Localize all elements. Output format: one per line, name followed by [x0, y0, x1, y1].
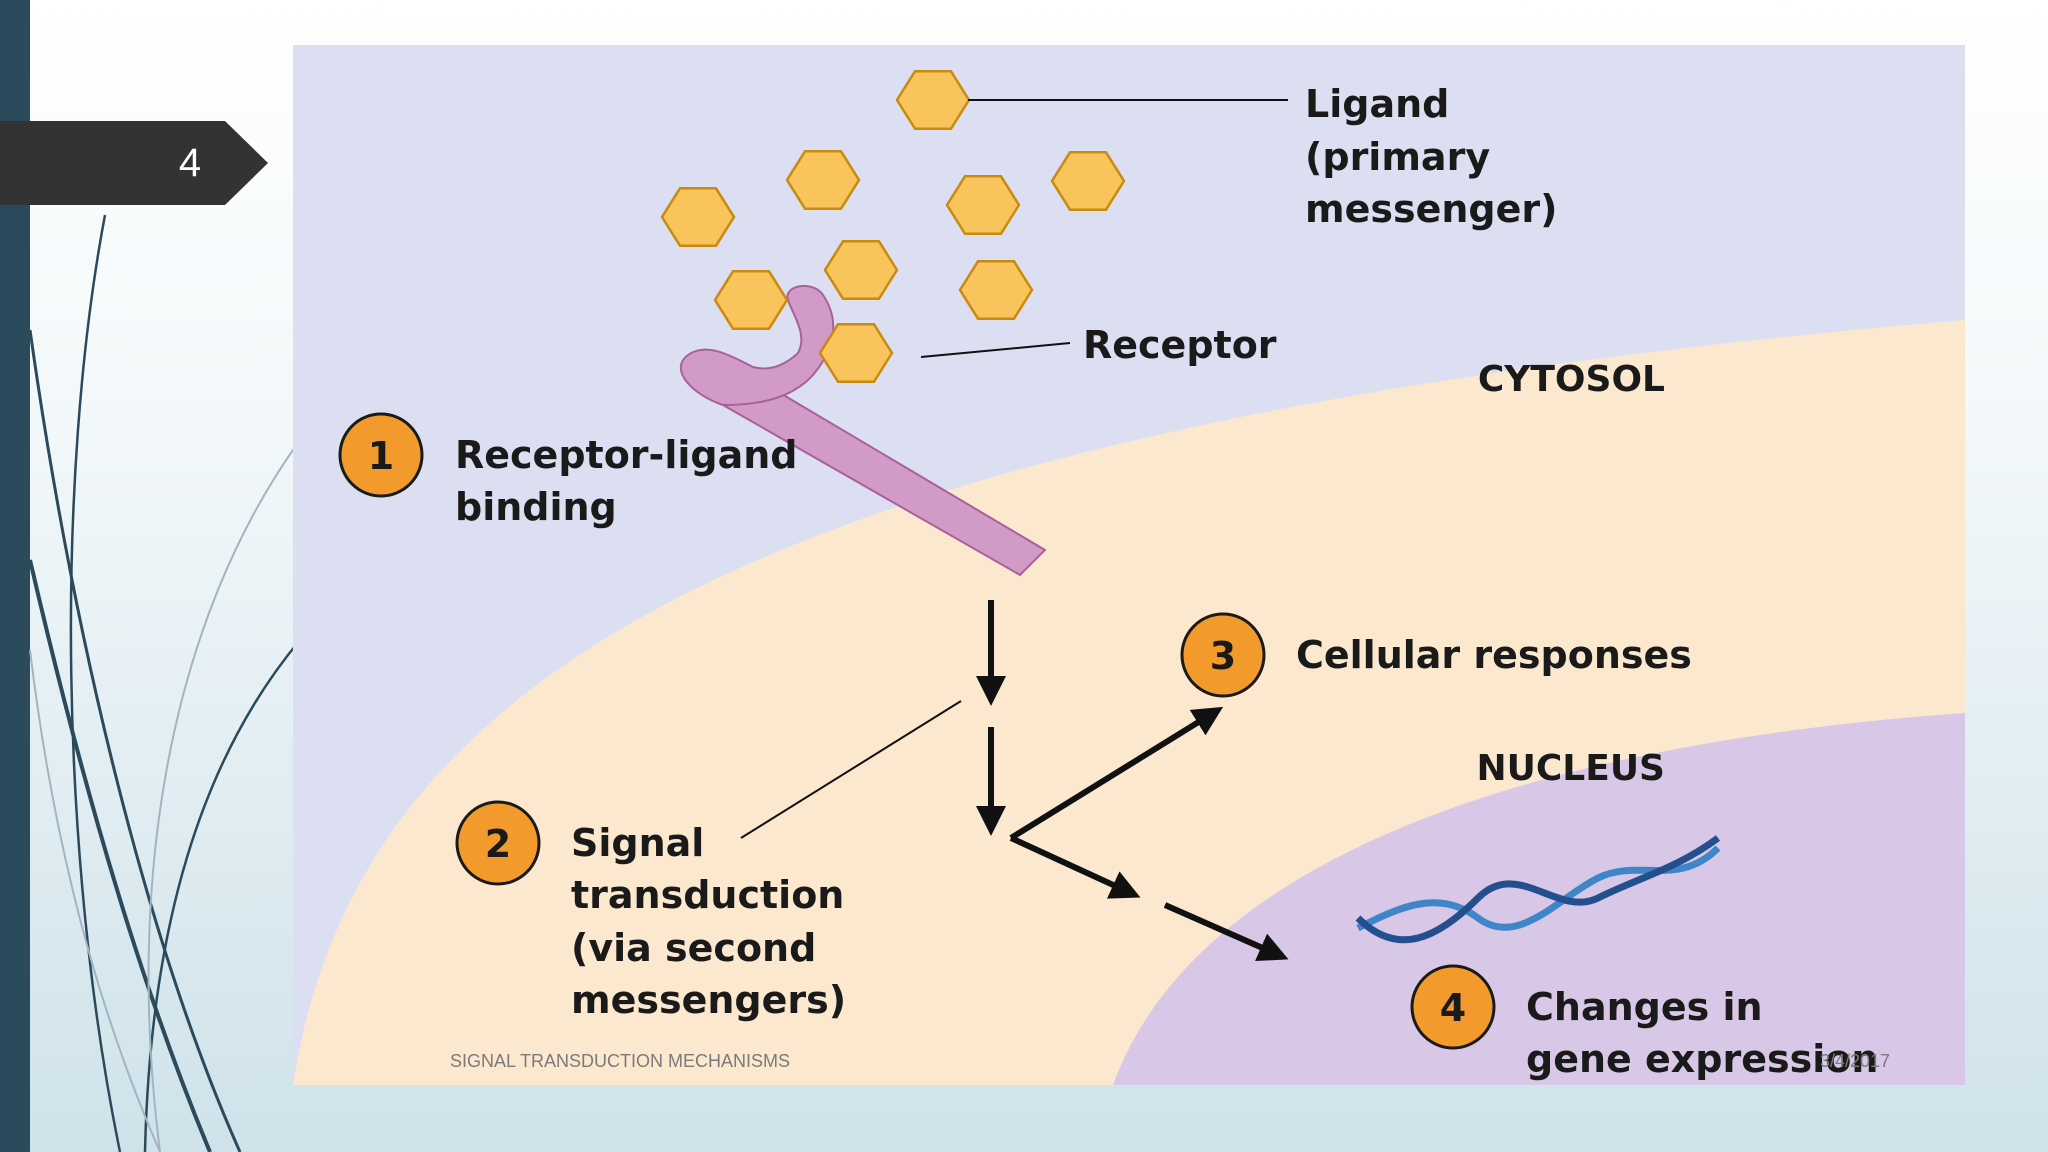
arrow-to-nucleus: [1009, 835, 1141, 899]
swoosh-line: [28, 559, 212, 1152]
swoosh-line: [29, 649, 161, 1152]
swoosh-line: [143, 639, 301, 1152]
footer-date: 3/4/2017: [1820, 1051, 1891, 1071]
ligand-hexagon-icon: [785, 150, 861, 210]
step-4-label: Changes in gene expression: [1526, 985, 1878, 1081]
step2-leader-line: [740, 700, 962, 839]
ligand-hexagon-icon: [818, 323, 894, 383]
signal-transduction-diagram: Ligand (primary messenger) Receptor CYTO…: [293, 45, 1965, 1085]
ligand-hexagon-icon: [660, 187, 736, 247]
ligand-hexagon-icon: [713, 270, 789, 330]
step-2-number: 2: [485, 822, 511, 866]
step-3-badge: [1180, 612, 1266, 698]
ligand-molecules: [660, 70, 1126, 383]
footer-title: SIGNAL TRANSDUCTION MECHANISMS: [450, 1051, 791, 1071]
swoosh-line: [28, 329, 242, 1152]
cytosol-label: CYTOSOL: [1478, 359, 1665, 400]
receptor-icon: [680, 284, 1047, 577]
receptor-leader-line: [920, 342, 1071, 358]
step-3-number: 3: [1210, 634, 1236, 678]
swoosh-line: [69, 214, 122, 1152]
slide-number: 4: [178, 141, 202, 185]
step-3-label: Cellular responses: [1296, 633, 1692, 677]
ligand-label: Ligand (primary messenger): [1305, 82, 1558, 231]
ligand-hexagon-icon: [945, 175, 1021, 235]
step-1-number: 1: [368, 434, 394, 478]
arrow-to-cellular-responses: [1009, 706, 1224, 841]
step-2-label: Signal transduction (via second messenge…: [571, 821, 858, 1022]
step-4-number: 4: [1440, 986, 1466, 1030]
swoosh-line: [147, 439, 301, 1152]
ligand-hexagon-icon: [895, 70, 971, 130]
ligand-hexagon-icon: [1050, 151, 1126, 211]
step-2-badge: [455, 800, 541, 886]
arrow-to-gene-expression: [1163, 902, 1289, 962]
decorative-swooshes: [28, 214, 301, 1152]
ligand-hexagon-icon: [823, 240, 899, 300]
nucleus-label: NUCLEUS: [1477, 748, 1665, 789]
nucleus-region: [1113, 713, 1965, 1085]
step-1-badge: [338, 412, 424, 498]
step-1-label: Receptor-ligand binding: [455, 433, 811, 529]
receptor-label: Receptor: [1083, 323, 1277, 367]
step-4-badge: [1410, 964, 1496, 1050]
slide-number-tab: [0, 121, 268, 205]
dna-helix-icon: [1355, 835, 1721, 944]
ligand-hexagon-icon: [958, 260, 1034, 320]
